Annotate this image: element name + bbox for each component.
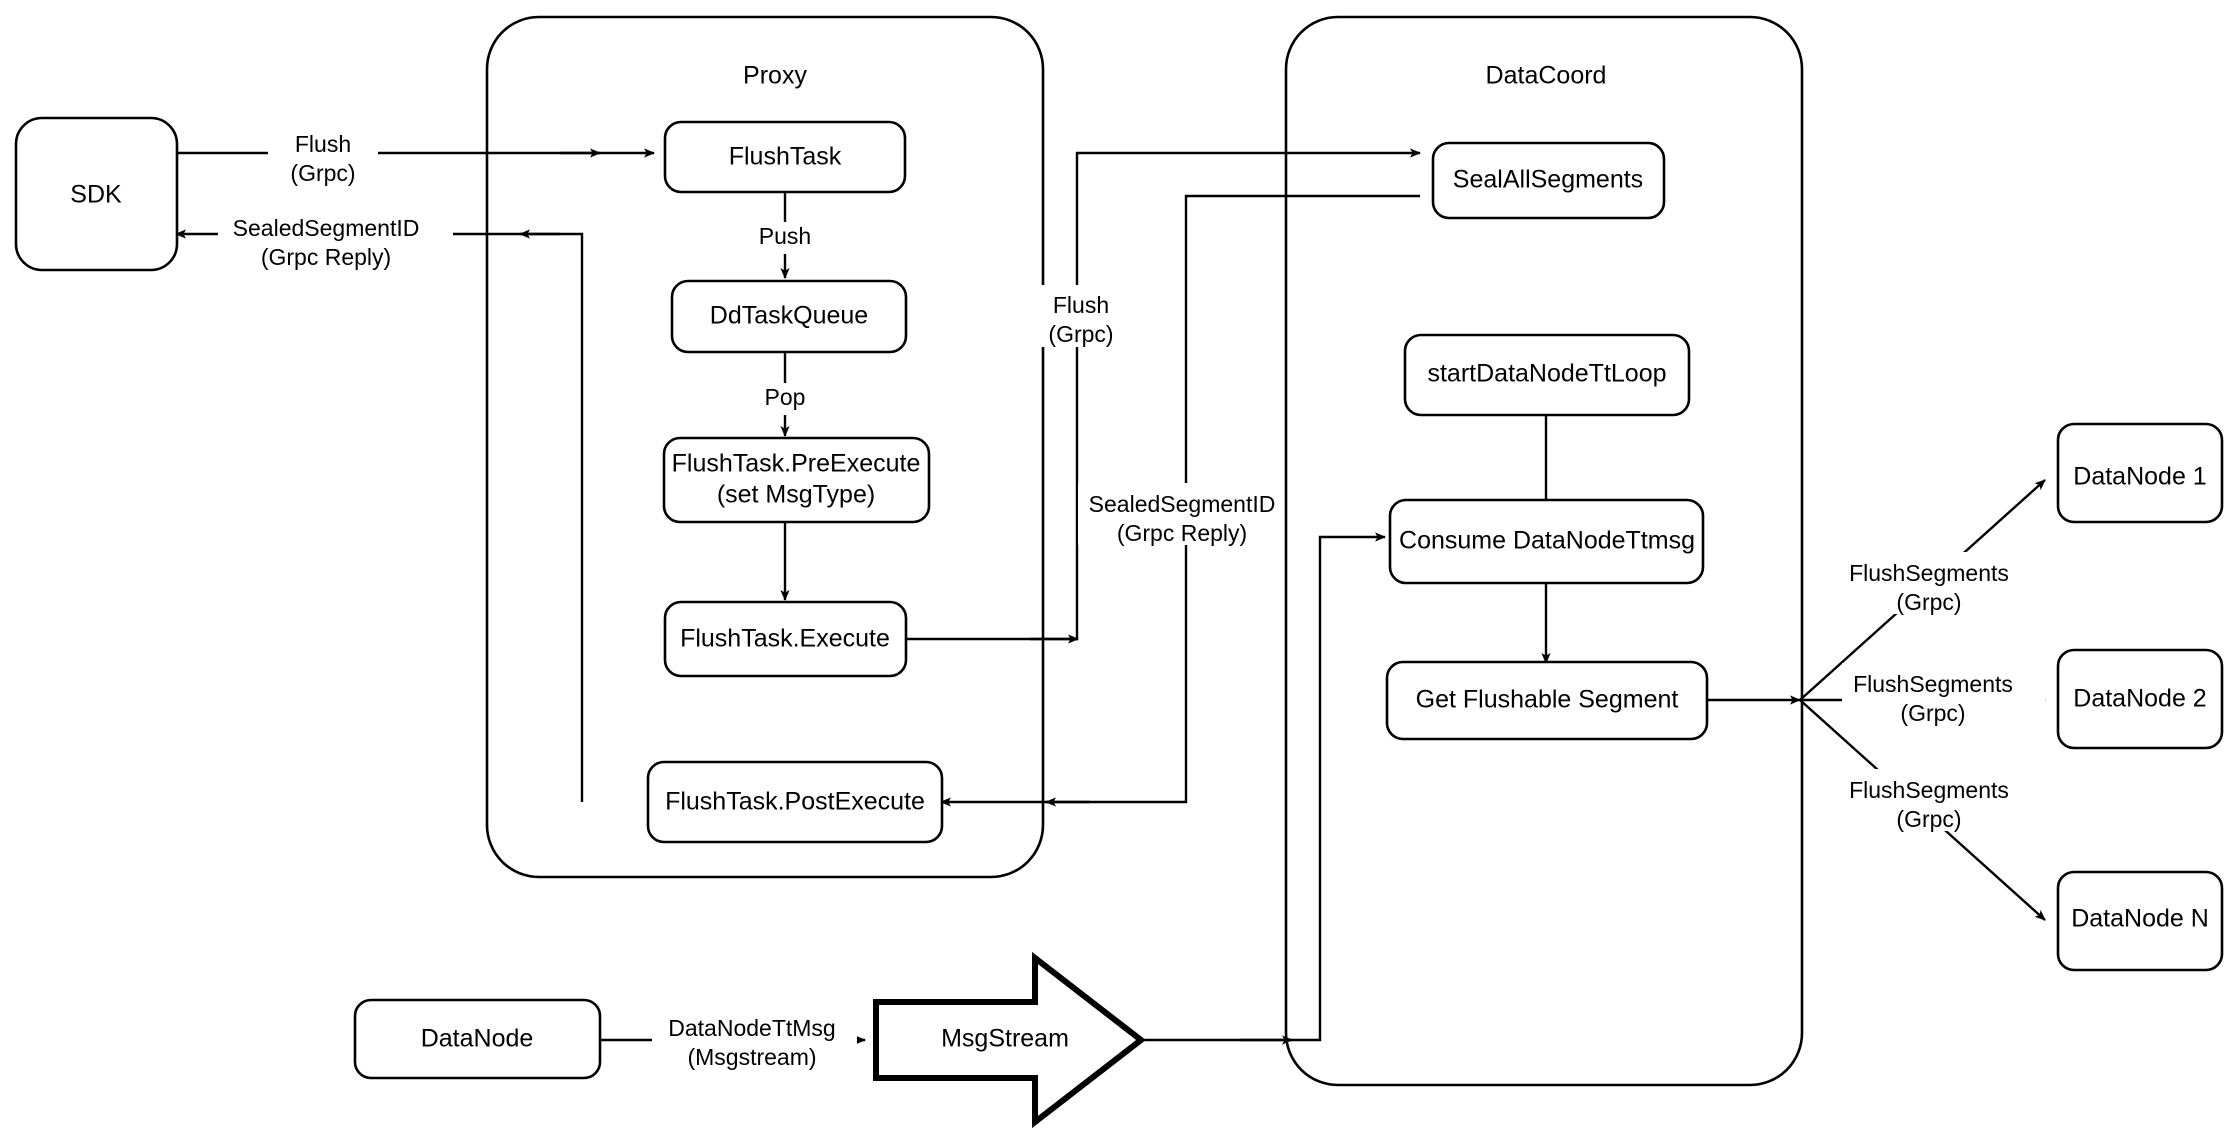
consume-datanodettmsg-label: Consume DataNodeTtmsg [1399, 527, 1695, 555]
edge-label-flushsegments-1-line2: (Grpc) [1896, 589, 1961, 615]
group-datacoord: DataCoord [1284, 15, 1804, 1087]
edge-label-datanode-ttmsg: DataNodeTtMsg (Msgstream) [652, 1008, 857, 1070]
edge-msgstream-to-consume [1142, 532, 1386, 1042]
node-msgstream[interactable]: MsgStream [873, 951, 1146, 1129]
edge-label-flushsegments-2: FlushSegments (Grpc) [1842, 663, 2045, 726]
edge-label-proxy-reply: SealedSegmentID (Grpc Reply) [218, 208, 453, 270]
msgstream-label: MsgStream [941, 1025, 1069, 1053]
edge-label-sdk-flush-line2: (Grpc) [290, 160, 355, 186]
edge-label-flushsegments-2-line2: (Grpc) [1900, 700, 1965, 726]
edge-label-flushsegments-n-line1: FlushSegments [1849, 777, 2009, 803]
get-flushable-segment-box[interactable] [1385, 660, 1709, 741]
datanode-1-label: DataNode 1 [2073, 463, 2206, 491]
node-consume-datanodettmsg[interactable]: Consume DataNodeTtmsg [1388, 498, 1705, 585]
datanode-2-box[interactable] [2056, 648, 2224, 750]
label-bg-flushsegments-n [1838, 769, 2041, 831]
preexecute-label-line1: FlushTask.PreExecute [672, 450, 921, 478]
ddtaskqueue-box[interactable] [670, 279, 908, 354]
edge-label-sdk-flush-line1: Flush [295, 131, 351, 157]
label-bg-dc-to-proxy-reply [1078, 483, 1284, 545]
node-sdk[interactable]: SDK [14, 116, 179, 272]
edge-label-datanode-ttmsg-line2: (Msgstream) [687, 1044, 816, 1070]
edge-label-dc-to-proxy-line2: (Grpc Reply) [1117, 520, 1247, 546]
edge-execute-to-sealallsegments [906, 148, 1421, 641]
node-datanode-source[interactable]: DataNode [353, 998, 602, 1080]
label-bg-proxy-to-dc-flush [1030, 285, 1140, 347]
label-bg-push [743, 222, 821, 254]
edge-label-flushsegments-1-line1: FlushSegments [1849, 560, 2009, 586]
label-bg-flushsegments-2 [1842, 663, 2045, 725]
edge-label-flushsegments-1: FlushSegments (Grpc) [1838, 552, 2041, 615]
edge-label-proxy-reply-line1: SealedSegmentID [233, 215, 420, 241]
get-flushable-segment-label: Get Flushable Segment [1416, 686, 1679, 714]
label-bg-pop [748, 383, 818, 415]
datanode-source-box[interactable] [353, 998, 602, 1080]
preexecute-box[interactable] [662, 436, 931, 524]
datanode-1-box[interactable] [2056, 422, 2224, 524]
node-flushtask-preexecute[interactable]: FlushTask.PreExecute (set MsgType) [662, 436, 931, 524]
datacoord-container [1284, 15, 1804, 1087]
edge-label-sdk-flush: Flush (Grpc) [268, 123, 378, 186]
datanode-n-label: DataNode N [2071, 905, 2209, 933]
datacoord-title: DataCoord [1486, 62, 1607, 90]
node-ddtaskqueue[interactable]: DdTaskQueue [670, 279, 908, 354]
sealallsegments-box[interactable] [1431, 141, 1666, 220]
consume-datanodettmsg-box[interactable] [1388, 498, 1705, 585]
preexecute-label-line2: (set MsgType) [717, 481, 875, 509]
group-proxy: Proxy [485, 15, 1045, 879]
proxy-title: Proxy [743, 62, 807, 90]
datanode-n-box[interactable] [2056, 870, 2224, 972]
msgstream-arrow-shape[interactable] [873, 951, 1146, 1129]
edge-label-datanode-ttmsg-line1: DataNodeTtMsg [668, 1015, 835, 1041]
node-get-flushable-segment[interactable]: Get Flushable Segment [1385, 660, 1709, 741]
startdatanodettloop-label: startDataNodeTtLoop [1427, 360, 1666, 388]
edge-postexecute-to-sdk [175, 229, 584, 802]
label-bg-datanode-ttmsg [652, 1008, 857, 1070]
sdk-label: SDK [70, 181, 122, 209]
node-datanode-1[interactable]: DataNode 1 [2056, 422, 2224, 524]
postexecute-box[interactable] [646, 760, 944, 844]
edge-label-proxy-to-dc-line2: (Grpc) [1048, 321, 1113, 347]
label-bg-proxy-reply [218, 208, 453, 270]
sealallsegments-label: SealAllSegments [1453, 166, 1643, 194]
edge-label-dc-to-proxy-line1: SealedSegmentID [1089, 491, 1276, 517]
proxy-container [485, 15, 1045, 879]
edge-label-flushsegments-2-line1: FlushSegments [1853, 671, 2013, 697]
node-flushtask-execute[interactable]: FlushTask.Execute [663, 600, 908, 678]
edge-label-push: Push [743, 222, 821, 254]
datanode-2-label: DataNode 2 [2073, 685, 2206, 713]
postexecute-label: FlushTask.PostExecute [665, 788, 925, 816]
node-flushtask-postexecute[interactable]: FlushTask.PostExecute [646, 760, 944, 844]
flushtask-box[interactable] [663, 120, 907, 194]
ddtaskqueue-label: DdTaskQueue [710, 302, 868, 330]
node-flushtask[interactable]: FlushTask [663, 120, 907, 194]
node-sealallsegments[interactable]: SealAllSegments [1431, 141, 1666, 220]
edge-label-dc-to-proxy-reply: SealedSegmentID (Grpc Reply) [1078, 483, 1284, 546]
node-startdatanodettloop[interactable]: startDataNodeTtLoop [1403, 333, 1691, 417]
datanode-source-label: DataNode [421, 1025, 534, 1053]
node-datanode-n[interactable]: DataNode N [2056, 870, 2224, 972]
edge-label-flushsegments-n-line2: (Grpc) [1896, 806, 1961, 832]
edge-label-proxy-to-dc-flush: Flush (Grpc) [1030, 285, 1140, 347]
label-bg-sdk-flush [268, 123, 378, 185]
node-datanode-2[interactable]: DataNode 2 [2056, 648, 2224, 750]
edge-label-pop: Pop [765, 384, 806, 410]
edge-label-pop: Pop [748, 383, 818, 415]
edge-label-proxy-to-dc-line1: Flush [1053, 292, 1109, 318]
flushtask-label: FlushTask [729, 143, 842, 171]
execute-box[interactable] [663, 600, 908, 678]
edge-label-push: Push [759, 223, 811, 249]
sdk-box[interactable] [14, 116, 179, 272]
edge-label-proxy-reply-line2: (Grpc Reply) [261, 244, 391, 270]
label-bg-flushsegments-1 [1838, 552, 2041, 614]
execute-label: FlushTask.Execute [680, 625, 890, 653]
startdatanodettloop-box[interactable] [1403, 333, 1691, 417]
edge-label-flushsegments-n: FlushSegments (Grpc) [1838, 769, 2041, 832]
